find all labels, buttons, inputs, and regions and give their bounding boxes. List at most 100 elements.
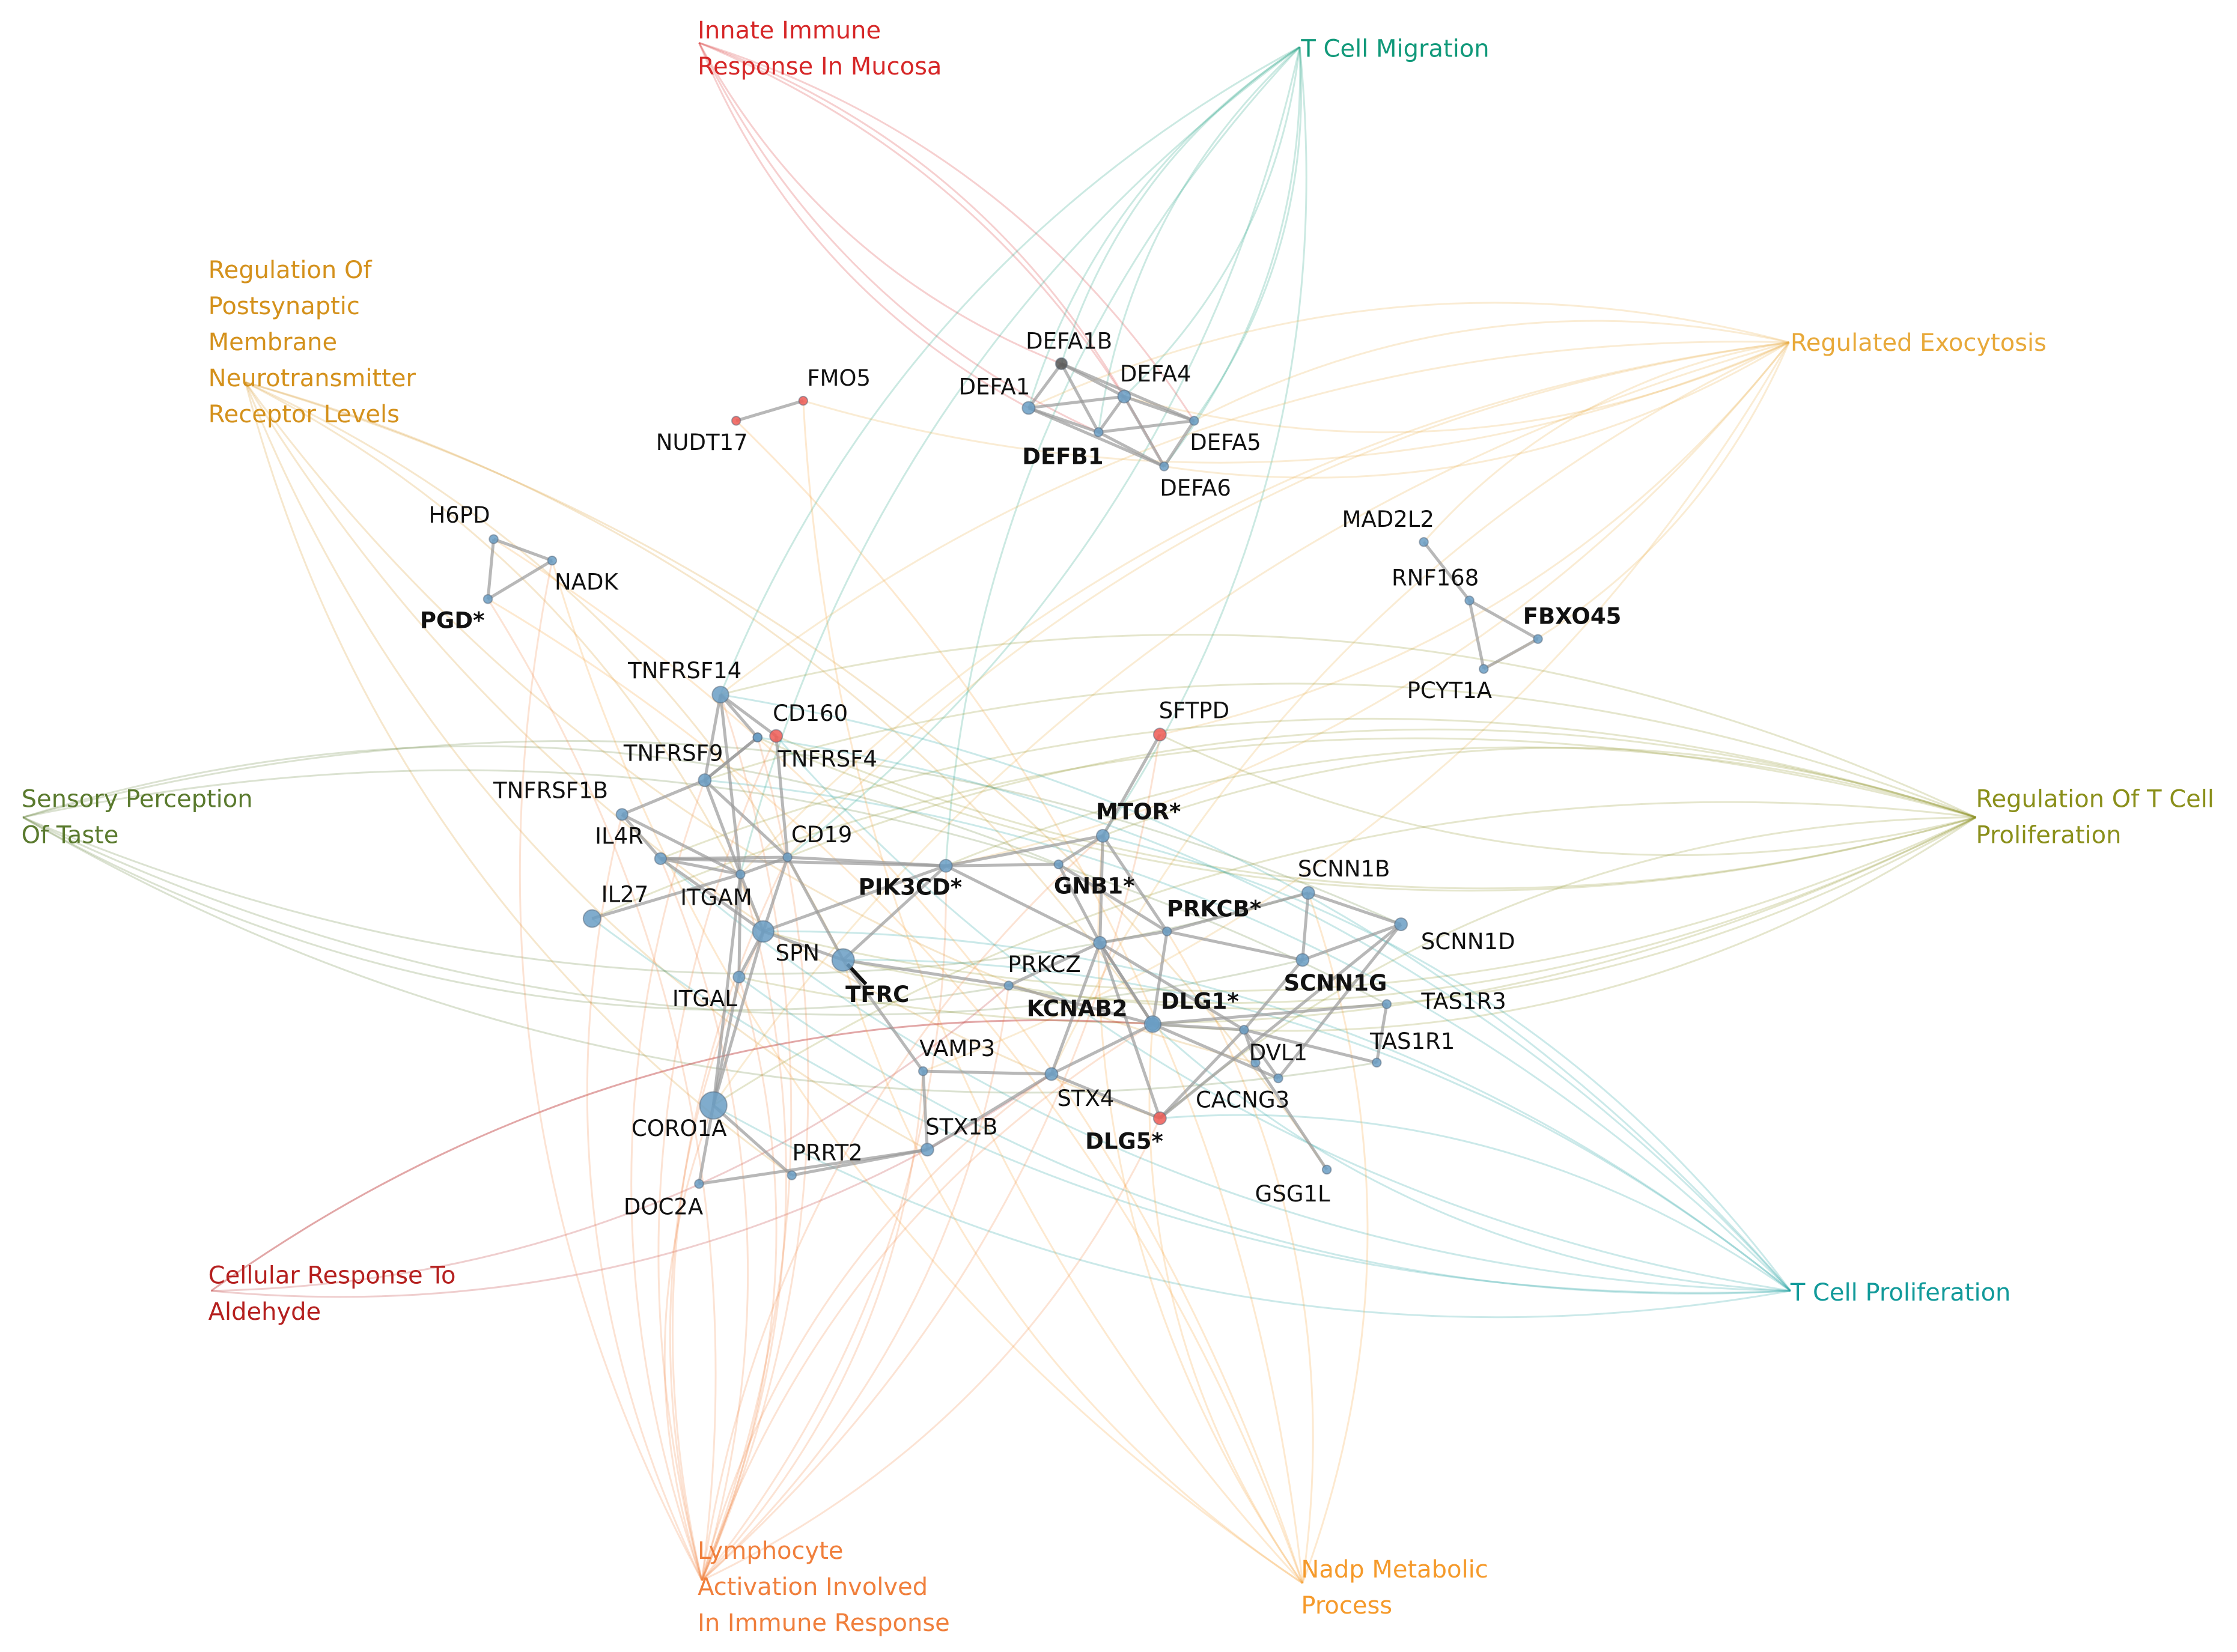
ppi-edge	[1101, 834, 1169, 932]
enrichment-edge-tprolreg	[660, 717, 1976, 860]
ppi-edge	[842, 958, 1009, 988]
enrichment-edge-nadp	[735, 420, 1304, 1584]
enrichment-edge-tprol	[1160, 1114, 1791, 1292]
enrichment-edge-tprol	[843, 959, 1791, 1292]
gene-node-gnb1	[1053, 859, 1064, 870]
gene-node-pcyt1a	[1479, 664, 1489, 674]
gene-label-nudt17: NUDT17	[656, 430, 748, 455]
enrichment-edge-exo	[712, 341, 1789, 1106]
enrichment-edge-tprol	[738, 976, 1791, 1295]
enrichment-edge-exo	[922, 342, 1790, 1072]
ppi-edge	[1243, 959, 1304, 1031]
enrichment-edge-tmig	[1097, 46, 1301, 433]
enrichment-edge-innate	[698, 42, 1062, 365]
enrichment-edge-tprolreg	[842, 816, 1977, 1004]
gene-node-nudt17	[731, 416, 741, 426]
ppi-edge	[740, 855, 788, 876]
ppi-edge	[1124, 395, 1195, 422]
term-label-line: T Cell Proliferation	[1790, 1279, 2011, 1307]
enrichment-edge-innate	[698, 42, 1029, 409]
gene-label-cd160: CD160	[773, 700, 848, 726]
gene-node-cd160	[769, 729, 784, 743]
enrichment-edge-lymph	[701, 1071, 924, 1581]
gene-node-gsg1l	[1321, 1164, 1332, 1175]
gene-label-pcyt1a: PCYT1A	[1407, 678, 1493, 703]
gene-label-tnfrsf9: TNFRSF9	[623, 741, 723, 767]
ppi-edge	[945, 834, 1103, 867]
gene-node-tas1r1	[1371, 1057, 1382, 1068]
ppi-edge	[842, 959, 925, 1072]
term-label-line: Receptor Levels	[208, 401, 400, 428]
enrichment-edge-exo	[1193, 320, 1789, 422]
enrichment-edge-tmig	[1102, 47, 1307, 837]
term-label-line: Membrane	[208, 329, 337, 356]
enrichment-edge-aldehyde	[210, 1019, 1153, 1292]
ppi-edge	[786, 856, 845, 961]
gene-label-itgal: ITGAL	[672, 986, 737, 1012]
ppi-edge	[1098, 419, 1195, 434]
enrichment-edge-aldehyde	[210, 1019, 1153, 1292]
gene-node-prkcz	[1003, 980, 1014, 991]
ppi-edge	[1028, 395, 1125, 410]
gene-node-tfrc	[831, 948, 855, 972]
ppi-edge	[791, 1148, 928, 1177]
ppi-edge	[1152, 1022, 1279, 1080]
gene-node-mad2l2	[1419, 536, 1429, 547]
enrichment-edge-lymph	[487, 598, 717, 1581]
enrichment-edge-tprolreg	[1102, 747, 1976, 837]
gene-label-tas1r1: TAS1R1	[1369, 1028, 1455, 1054]
ppi-edge	[1058, 863, 1168, 933]
gene-node-il-hub	[752, 732, 763, 742]
ppi-edge	[945, 864, 1101, 944]
gene-node-tnfrsf14	[711, 685, 729, 704]
term-label-line: Neurotransmitter	[208, 365, 416, 392]
gene-label-fbxo45: FBXO45	[1523, 604, 1622, 630]
ppi-edge	[1158, 1028, 1246, 1120]
enrichment-edge-tprol	[1103, 834, 1792, 1292]
enrichment-edge-taste	[22, 745, 1059, 866]
enrichment-edge-tmig	[945, 46, 1301, 866]
gene-node-fmo5	[798, 395, 809, 406]
ppi-edge	[493, 538, 553, 562]
ppi-edge	[719, 693, 778, 738]
gene-node-itgal	[732, 970, 746, 984]
gene-label-pik3cd: PIK3CD*	[859, 875, 963, 900]
gene-node-scnn1d	[1394, 917, 1408, 932]
ppi-edge	[1050, 1022, 1154, 1076]
gene-label-cacng3: CACNG3	[1196, 1087, 1289, 1113]
gene-node-coro1a	[699, 1091, 728, 1120]
term-label-line: In Immune Response	[698, 1609, 950, 1637]
gene-node-pgd	[482, 594, 493, 604]
enrichment-edge-lymph	[630, 780, 706, 1581]
ppi-edge	[1099, 941, 1245, 1031]
gene-label-tas1r3: TAS1R3	[1420, 989, 1506, 1015]
gene-node-doc2a	[694, 1179, 704, 1189]
enrichment-edge-tmig	[719, 46, 1300, 695]
enrichment-edge-exo	[740, 341, 1789, 875]
gene-label-gnb1: GNB1*	[1054, 873, 1135, 899]
enrichment-edge-nadp	[1148, 1024, 1304, 1584]
ppi-edge	[1163, 420, 1196, 467]
gene-label-vamp3: VAMP3	[919, 1036, 995, 1061]
gene-label-prkcz: PRKCZ	[1008, 952, 1080, 977]
enrichment-edge-nadp	[802, 401, 1303, 1584]
enrichment-edge-lymph	[701, 977, 778, 1581]
enrichment-edge-innate	[698, 42, 1099, 433]
enrichment-edge-nadp	[842, 959, 1303, 1584]
gene-label-stx1b: STX1B	[925, 1114, 997, 1140]
gene-node-nadk	[547, 555, 558, 566]
gene-node-dlg5	[1152, 1111, 1167, 1125]
term-label-line: Process	[1301, 1592, 1392, 1620]
ppi-edge	[1307, 891, 1402, 926]
enrichment-edge-lymph	[671, 857, 788, 1581]
gene-label-tfrc: TFRC	[845, 982, 909, 1007]
ppi-edge	[1122, 395, 1166, 467]
enrichment-edge-lymph	[663, 1105, 714, 1581]
enrichment-edge-tmig	[739, 46, 1300, 875]
gene-node-tas1r3	[1381, 999, 1392, 1009]
gene-node-fbxo45	[1533, 634, 1543, 644]
enrichment-edge-postsyn	[245, 381, 764, 932]
ppi-edge	[735, 399, 804, 422]
gene-node-vamp3	[918, 1066, 928, 1077]
